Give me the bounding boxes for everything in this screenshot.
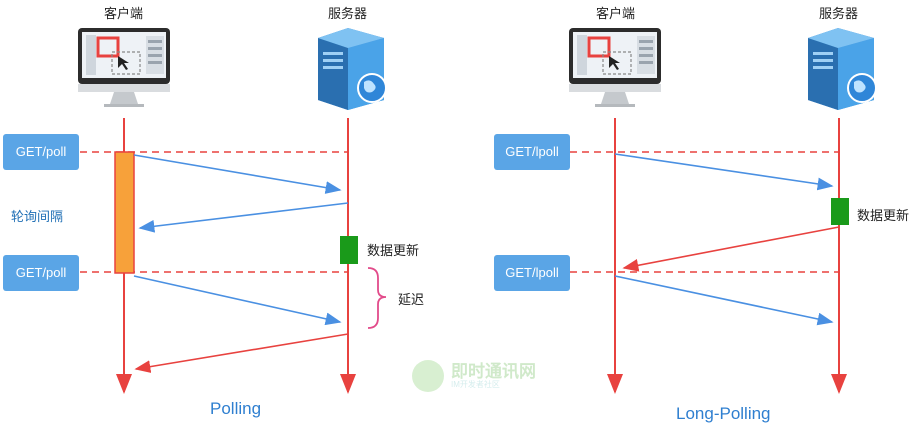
data-update-label: 数据更新 <box>367 243 420 258</box>
client-monitor-icon <box>569 28 661 107</box>
delay-label: 延迟 <box>398 292 425 307</box>
response-arrow <box>138 202 349 233</box>
watermark-title: 即时通讯网 <box>451 362 536 381</box>
data-update-label: 数据更新 <box>857 208 910 223</box>
request-arrow <box>133 275 342 326</box>
server-icon <box>808 28 877 110</box>
client-label: 客户端 <box>104 6 144 21</box>
server-label: 服务器 <box>819 6 859 21</box>
server-label: 服务器 <box>328 6 368 21</box>
request-label-pill: GET/lpoll <box>494 134 570 170</box>
request-label-pill: GET/poll <box>3 134 79 170</box>
watermark: 即时通讯网 IM开发者社区 <box>411 355 576 395</box>
server-icon <box>318 28 387 110</box>
polling-interval-bar <box>114 151 135 274</box>
polling-caption: Polling <box>210 399 262 418</box>
request-arrow <box>614 153 834 191</box>
delay-brace <box>367 267 387 329</box>
client-monitor-icon <box>78 28 170 107</box>
response-arrow <box>134 333 349 373</box>
watermark-subtitle: IM开发者社区 <box>451 380 500 389</box>
long-polling-caption: Long-Polling <box>676 404 771 423</box>
request-arrow <box>614 275 834 326</box>
data-update-block <box>340 236 358 264</box>
request-arrow <box>133 154 342 194</box>
watermark-logo-icon <box>412 360 444 392</box>
polling-interval-label: 轮询间隔 <box>11 209 64 224</box>
request-label-pill: GET/lpoll <box>494 255 570 291</box>
response-arrow <box>622 226 840 272</box>
request-label-pill: GET/poll <box>3 255 79 291</box>
client-label: 客户端 <box>596 6 636 21</box>
data-update-block <box>831 198 849 225</box>
